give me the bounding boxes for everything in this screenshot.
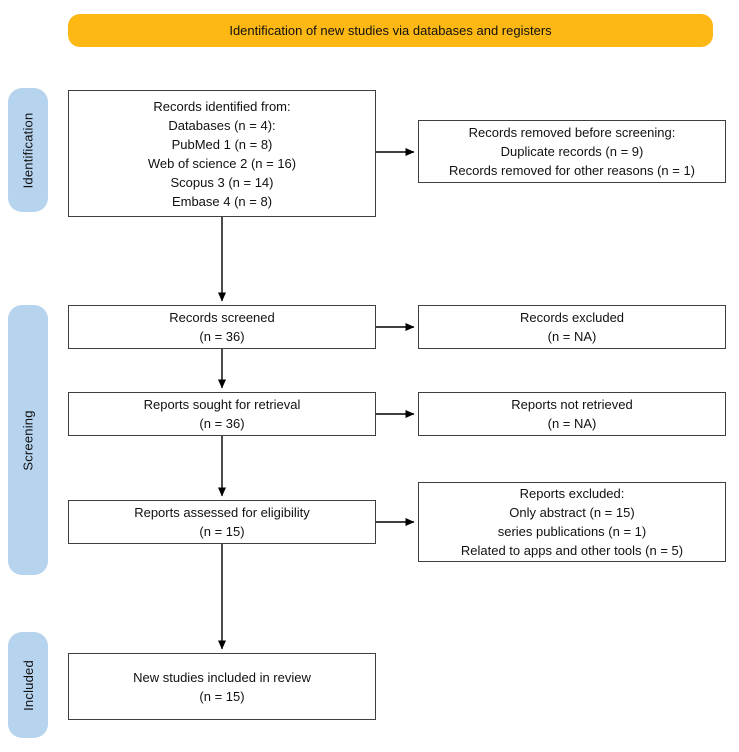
flow-box-records-removed: Records removed before screening: Duplic… (418, 120, 726, 183)
flow-box-reports-assessed: Reports assessed for eligibility (n = 15… (68, 500, 376, 544)
stage-ribbon-screening: Screening (8, 305, 48, 575)
stage-ribbon-included: Included (8, 632, 48, 738)
stage-ribbon-identification: Identification (8, 88, 48, 212)
stage-label-identification: Identification (20, 112, 36, 188)
flow-box-new-studies-included: New studies included in review (n = 15) (68, 653, 376, 720)
flow-box-records-identified: Records identified from: Databases (n = … (68, 90, 376, 217)
flow-box-reports-sought: Reports sought for retrieval (n = 36) (68, 392, 376, 436)
flow-box-records-excluded: Records excluded (n = NA) (418, 305, 726, 349)
flow-box-reports-not-retrieved: Reports not retrieved (n = NA) (418, 392, 726, 436)
stage-label-screening: Screening (20, 409, 36, 471)
title-banner: Identification of new studies via databa… (68, 14, 713, 47)
stage-label-included: Included (20, 659, 36, 711)
flow-box-records-screened: Records screened (n = 36) (68, 305, 376, 349)
flow-box-reports-excluded: Reports excluded: Only abstract (n = 15)… (418, 482, 726, 562)
